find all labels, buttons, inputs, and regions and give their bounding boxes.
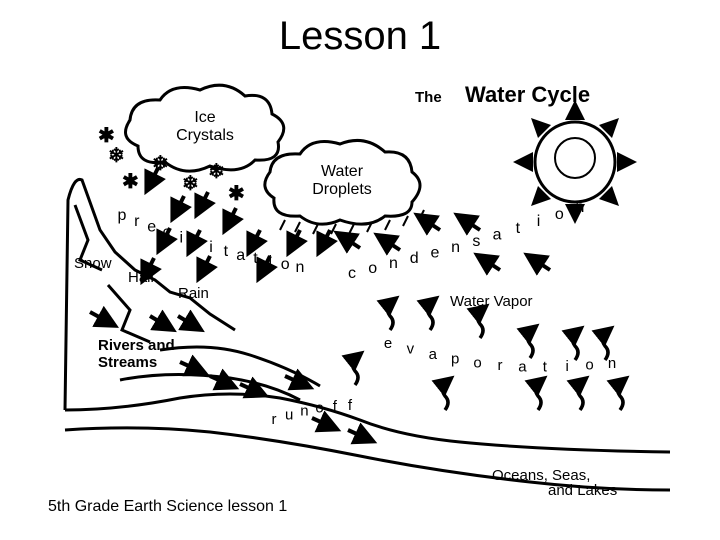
diagram-heading-small: The <box>415 89 442 106</box>
word-letter: s <box>472 233 480 250</box>
word-letter: t <box>516 220 521 237</box>
label-hail: Hail <box>128 269 154 286</box>
snowflake-icons: ✱ ❄ ✱ ❄ ❄ ❄ ✱ <box>98 125 245 205</box>
word-letter: v <box>407 341 415 358</box>
sun-icon <box>513 100 637 224</box>
word-letter: a <box>429 346 438 363</box>
label-rain: Rain <box>178 285 209 302</box>
word-letter: o <box>368 260 377 277</box>
ice-cloud-line2: Crystals <box>176 127 234 144</box>
word-letter: i <box>180 230 184 247</box>
precipitation-arrows <box>140 167 338 286</box>
word-letter: a <box>518 358 527 375</box>
word-letter: c <box>348 265 356 282</box>
word-letter: o <box>281 256 290 273</box>
slide-title: Lesson 1 <box>278 14 442 58</box>
word-letter: u <box>285 406 293 423</box>
word-letter: a <box>493 227 502 244</box>
word-letter: e <box>430 245 439 262</box>
svg-text:❄: ❄ <box>182 173 199 195</box>
svg-text:❄: ❄ <box>208 161 225 183</box>
word-letter: o <box>315 400 323 417</box>
word-letter: e <box>147 219 156 236</box>
word-letter: t <box>543 359 548 376</box>
word-letter: t <box>253 250 258 267</box>
word-letter: p <box>118 207 127 224</box>
word-letter: n <box>300 403 308 420</box>
word-letter: i <box>537 213 541 230</box>
water-droplets-cloud: Water Droplets <box>263 138 422 226</box>
ice-crystals-cloud: Ice Crystals <box>124 83 286 173</box>
word-letter: d <box>410 250 419 267</box>
label-water-vapor: Water Vapor <box>450 293 533 310</box>
water-cycle-diagram: The Water Cycle Ice Crystals Water Dropl… <box>63 82 671 499</box>
word-letter: n <box>296 259 305 276</box>
word-letter: n <box>451 239 460 256</box>
word-letter: p <box>451 351 459 368</box>
word-letter: n <box>389 255 398 272</box>
evaporation-arrows <box>341 295 630 412</box>
water-cloud-line1: Water <box>321 163 364 180</box>
word-letter: o <box>473 354 481 371</box>
word-letter: a <box>236 247 245 264</box>
label-snow: Snow <box>74 255 112 272</box>
diagram-heading: Water Cycle <box>465 82 590 107</box>
condensation-arrows <box>333 212 552 276</box>
word-letter: f <box>348 397 353 414</box>
word-letter: r <box>498 357 503 374</box>
label-rivers-line1: Rivers and <box>98 337 175 354</box>
word-letter: r <box>272 411 277 428</box>
svg-text:✱: ✱ <box>122 171 139 193</box>
word-letter: e <box>384 335 392 352</box>
label-oceans-line1: Oceans, Seas, <box>492 467 590 484</box>
word-letter: i <box>209 239 213 256</box>
rain-streaks <box>279 209 425 235</box>
word-letter: o <box>555 206 564 223</box>
water-cloud-line2: Droplets <box>312 181 372 198</box>
word-letter: p <box>192 235 201 252</box>
label-rivers-line2: Streams <box>98 354 157 371</box>
word-letter: o <box>585 357 593 374</box>
svg-text:✱: ✱ <box>98 125 115 147</box>
word-letter: n <box>576 199 585 216</box>
word-letter: t <box>224 243 229 260</box>
word-letter: i <box>566 358 569 375</box>
runoff-arrows <box>89 305 378 445</box>
slide-footer: 5th Grade Earth Science lesson 1 <box>48 498 288 515</box>
svg-text:✱: ✱ <box>228 183 245 205</box>
word-letter: n <box>608 355 616 372</box>
ice-cloud-line1: Ice <box>194 109 215 126</box>
word-letter: i <box>269 253 273 270</box>
svg-text:❄: ❄ <box>108 145 125 167</box>
word-letter: r <box>134 213 140 230</box>
label-oceans-line2: and Lakes <box>548 482 617 499</box>
word-letter: c <box>163 224 171 241</box>
word-letter: f <box>333 398 338 415</box>
